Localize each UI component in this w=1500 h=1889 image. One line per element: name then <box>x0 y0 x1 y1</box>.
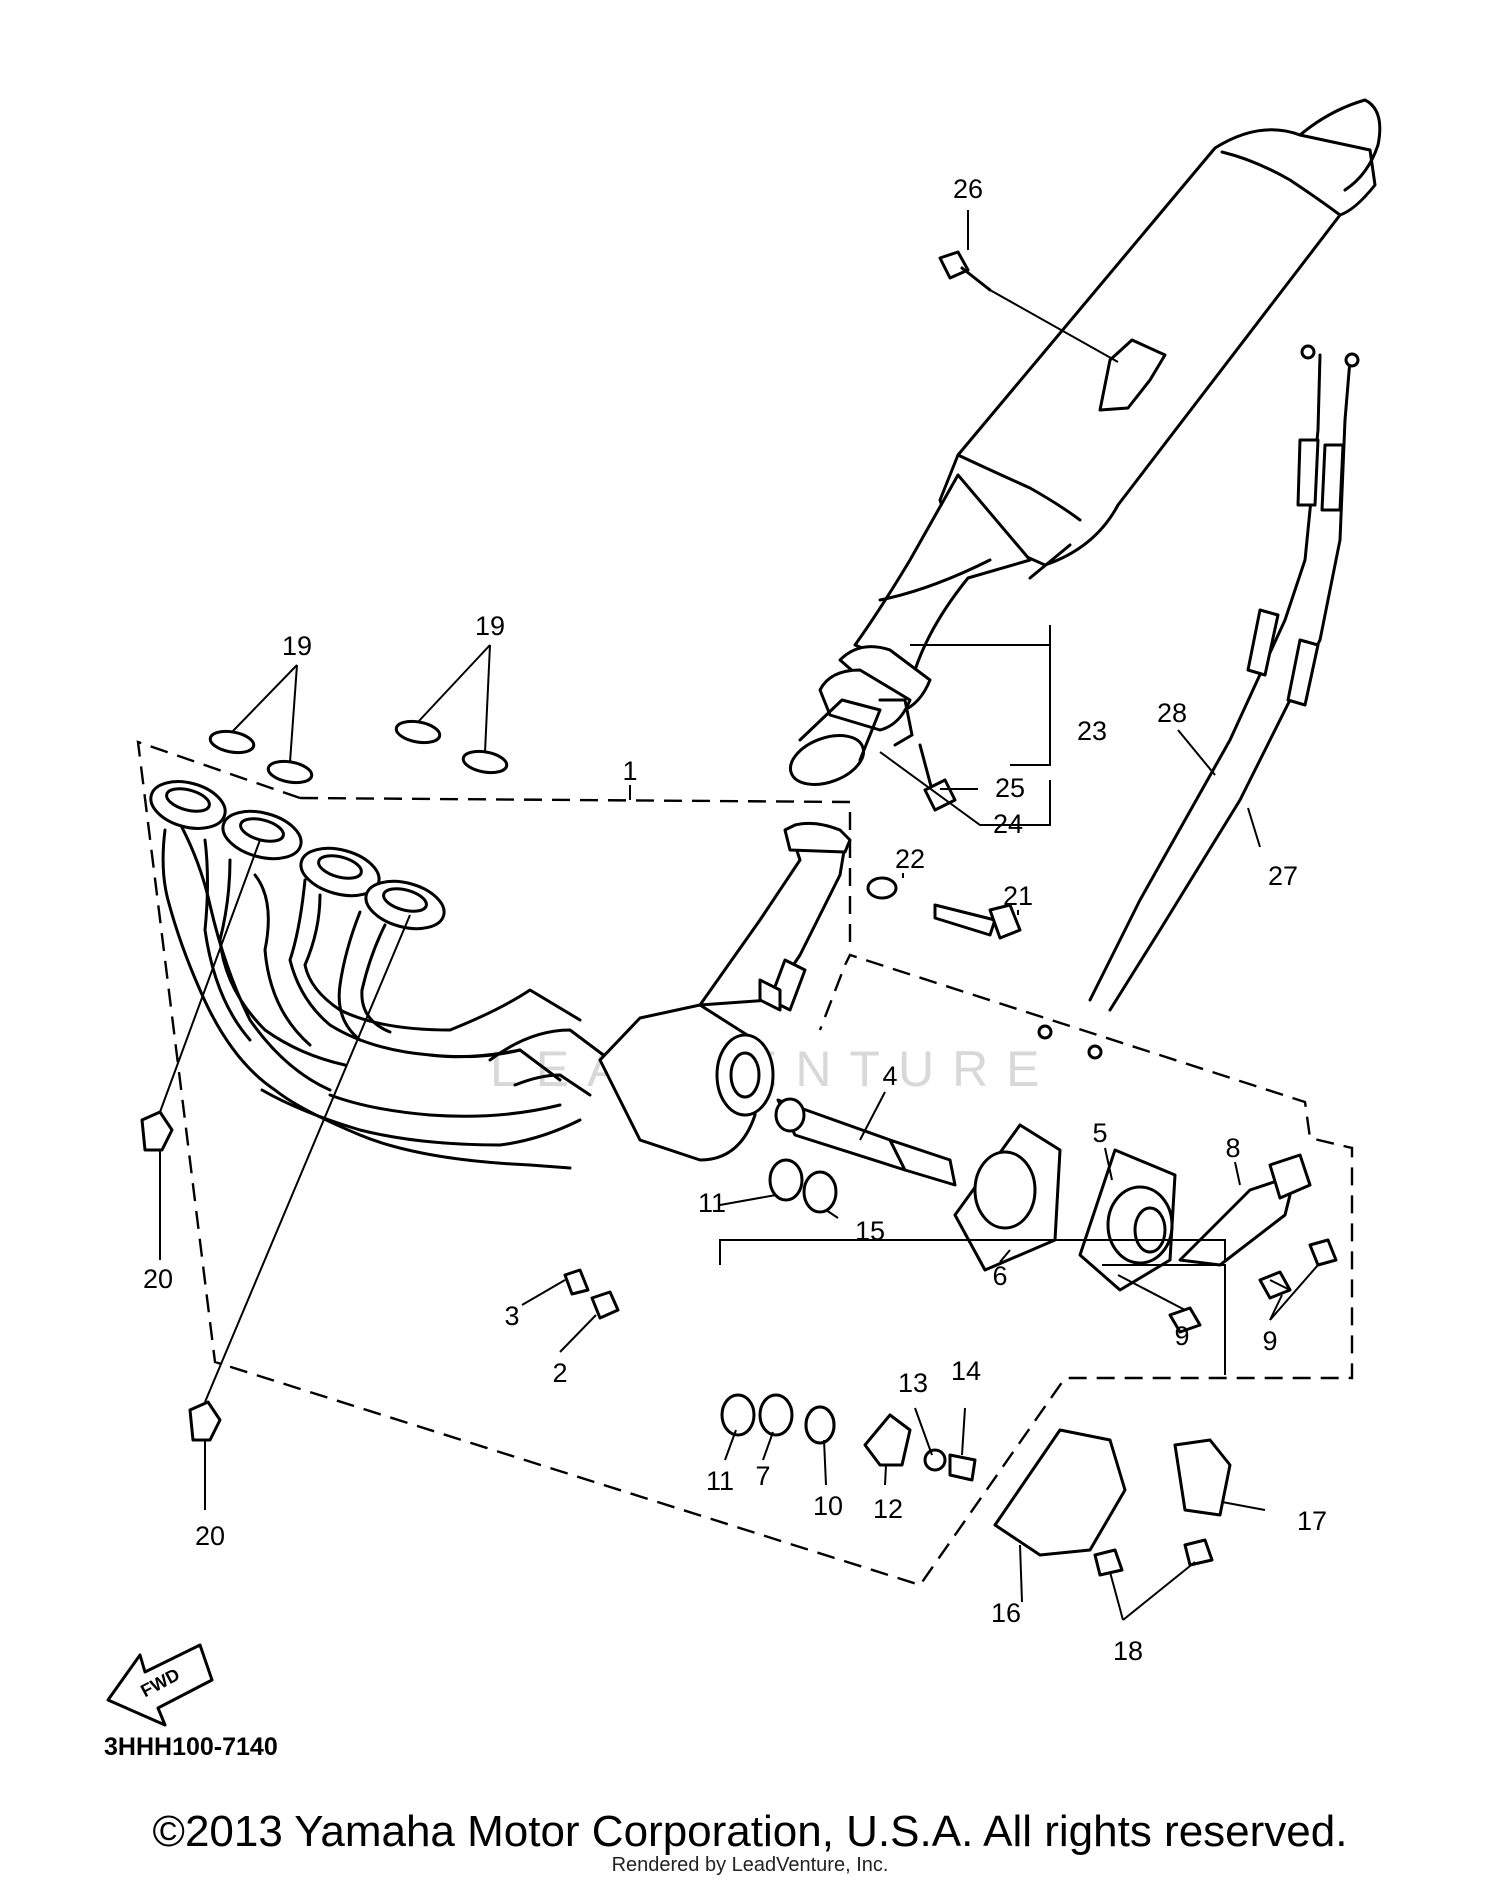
copyright-notice: ©2013 Yamaha Motor Corporation, U.S.A. A… <box>152 1807 1348 1856</box>
collector <box>598 821 852 1162</box>
label-2: 2 <box>552 1358 567 1388</box>
label-11a: 11 <box>698 1188 726 1218</box>
leader-lines <box>159 210 1319 1621</box>
label-17: 17 <box>1297 1506 1327 1536</box>
pulley-8 <box>1178 1153 1312 1267</box>
label-19a: 19 <box>282 631 312 661</box>
label-13: 13 <box>898 1368 928 1398</box>
diagram-code: 3HHH100-7140 <box>104 1733 278 1761</box>
label-9b: 9 <box>1262 1326 1277 1356</box>
label-20a: 20 <box>143 1264 173 1294</box>
bolt-21-washer-22 <box>866 876 1022 940</box>
pulley-housing-5 <box>1078 1148 1177 1292</box>
label-5: 5 <box>1092 1118 1107 1148</box>
label-10: 10 <box>813 1491 843 1521</box>
label-11b: 11 <box>706 1466 734 1496</box>
label-15: 15 <box>855 1216 885 1246</box>
label-27: 27 <box>1268 861 1298 891</box>
label-7: 7 <box>755 1461 770 1491</box>
gaskets-19 <box>208 719 509 785</box>
label-22: 22 <box>895 844 925 874</box>
part-number-labels: 1 2 3 4 5 6 7 8 9 9 10 11 11 12 13 14 15… <box>143 174 1327 1666</box>
muffler <box>853 98 1382 672</box>
bolt-2-nut-3 <box>563 1268 620 1320</box>
joint-clamp <box>789 645 932 786</box>
label-25: 25 <box>995 773 1025 803</box>
label-19b: 19 <box>475 611 505 641</box>
nuts-20 <box>140 1110 222 1442</box>
label-26: 26 <box>953 174 983 204</box>
label-20b: 20 <box>195 1521 225 1551</box>
label-14: 14 <box>951 1356 981 1386</box>
label-16: 16 <box>991 1598 1021 1628</box>
label-6: 6 <box>992 1261 1007 1291</box>
small-parts-10-14 <box>804 1405 977 1482</box>
throttle-cables <box>1037 344 1360 1060</box>
label-3: 3 <box>504 1301 519 1331</box>
valve-shaft-4 <box>774 1097 957 1187</box>
forward-arrow-icon: FWD <box>106 1643 214 1727</box>
assembly-outline-1 <box>136 740 1354 1587</box>
label-8: 8 <box>1225 1133 1240 1163</box>
cover-16-17-18 <box>993 1428 1232 1577</box>
label-1: 1 <box>622 756 637 786</box>
label-21: 21 <box>1003 881 1033 911</box>
label-12: 12 <box>873 1494 903 1524</box>
label-4: 4 <box>882 1061 897 1091</box>
label-28: 28 <box>1157 698 1187 728</box>
screws-9 <box>1168 1238 1338 1334</box>
label-24: 24 <box>993 809 1023 839</box>
bolt-25 <box>918 743 957 812</box>
rendered-by-notice: Rendered by LeadVenture, Inc. <box>611 1854 889 1876</box>
label-18: 18 <box>1113 1636 1143 1666</box>
label-9a: 9 <box>1174 1321 1189 1351</box>
exhaust-headers <box>161 818 612 1170</box>
label-23: 23 <box>1077 716 1107 746</box>
header-flanges <box>149 780 446 931</box>
bolt-26 <box>938 250 992 292</box>
gasket-6 <box>953 1123 1062 1272</box>
